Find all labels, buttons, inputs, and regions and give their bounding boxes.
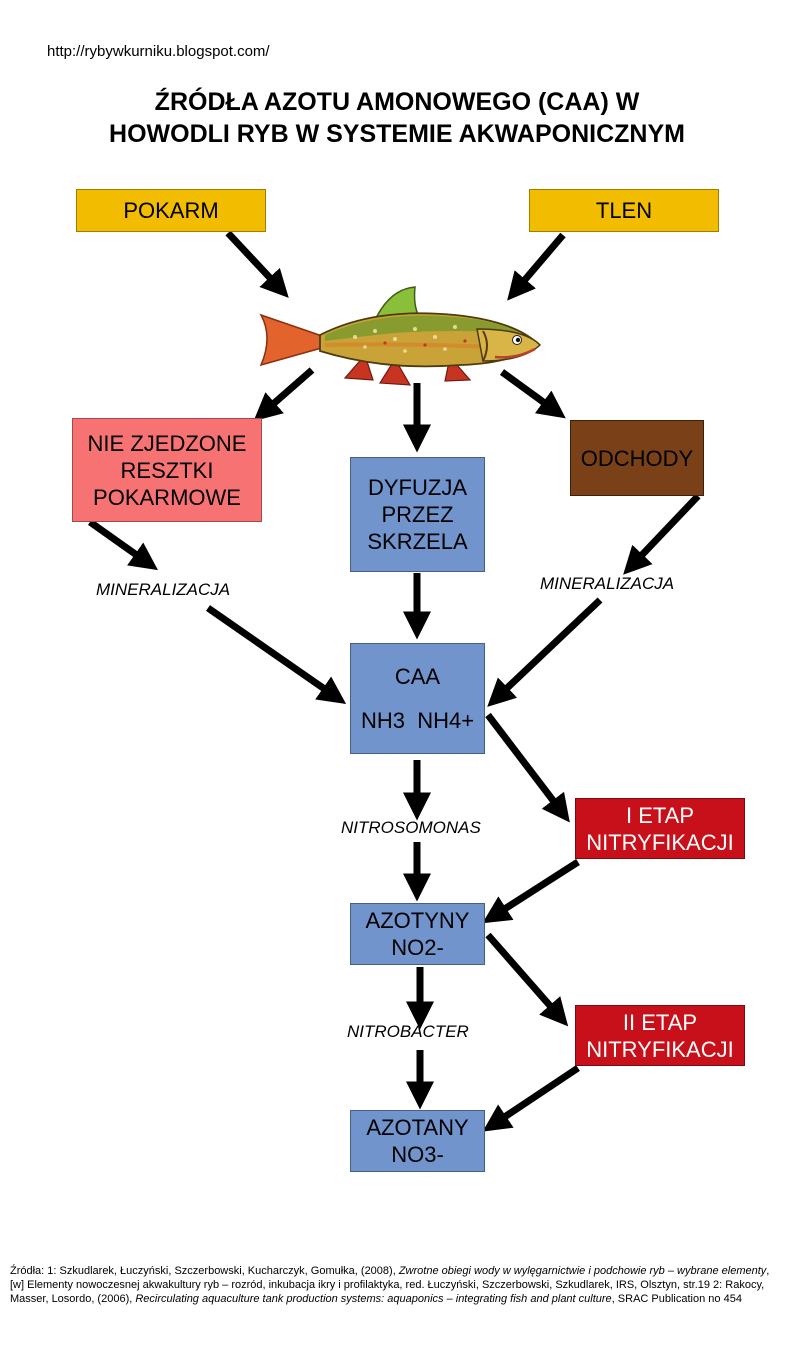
title-line-1: ŹRÓDŁA AZOTU AMONOWEGO (CAA) W: [154, 88, 640, 116]
dyfuzja-box: DYFUZJA PRZEZ SKRZELA: [350, 457, 485, 572]
azotyny-line-2: NO2-: [391, 935, 444, 960]
arrow-resztki-mineralizacja: [87, 519, 158, 571]
azotany-line-2: NO3-: [391, 1142, 444, 1167]
tlen-label: TLEN: [595, 198, 653, 223]
arrow-pokarm-fish: [225, 230, 289, 298]
footer-italic-1: Zwrotne obiegi wody w wylęgarnictwie i p…: [398, 1265, 767, 1277]
caa-line-1: CAA: [394, 663, 441, 689]
etap2-line-2: NITRYFIKACJI: [586, 1036, 734, 1062]
resztki-box: NIE ZJEDZONE RESZTKI POKARMOWE: [72, 418, 262, 522]
azotyny-line-1: AZOTYNY: [365, 908, 470, 933]
footer-italic-2: Recirculating aquaculture tank productio…: [135, 1293, 612, 1305]
arrow-etap1-azotyny: [482, 859, 580, 924]
fish-illustration: [259, 286, 542, 386]
mineralizacja-left-label: MINERALIZACJA: [96, 580, 231, 599]
pokarm-label: POKARM: [123, 198, 219, 223]
arrow-mineralizacja-caa-left: [206, 605, 347, 704]
footer-text-3: , SRAC Publication no 454: [611, 1293, 742, 1305]
footer-text-2: , [w] Elementy nowoczesnej akwakultury r…: [10, 1265, 770, 1305]
footer-text-1: Źródła: 1: Szkudlarek, Łuczyński, Szczer…: [10, 1265, 399, 1277]
sources-footer: Źródła: 1: Szkudlarek, Łuczyński, Szczer…: [10, 1264, 778, 1306]
nitrobacter-label: NITROBACTER: [347, 1022, 469, 1041]
azotany-box: AZOTANY NO3-: [350, 1110, 485, 1172]
resztki-line-3: POKARMOWE: [93, 484, 241, 510]
arrow-fish-resztki: [253, 367, 315, 422]
resztki-line-1: NIE ZJEDZONE: [87, 430, 247, 456]
etap2-box: II ETAP NITRYFIKACJI: [575, 1005, 745, 1066]
etap1-line-1: I ETAP: [625, 802, 695, 828]
odchody-box: ODCHODY: [570, 420, 704, 496]
etap1-line-2: NITRYFIKACJI: [586, 829, 734, 855]
etap1-box: I ETAP NITRYFIKACJI: [575, 798, 745, 859]
arrow-mineralizacja-caa-right: [487, 597, 603, 707]
arrow-odchody-mineralizacja: [623, 493, 701, 575]
tlen-box: TLEN: [529, 189, 719, 232]
source-url: http://rybywkurniku.blogspot.com/: [47, 43, 270, 60]
resztki-line-2: RESZTKI: [120, 457, 214, 483]
dyfuzja-line-2: PRZEZ: [381, 502, 454, 527]
nitrosomonas-label: NITROSOMONAS: [341, 818, 481, 837]
title-line-2: HOWODLI RYB W SYSTEMIE AKWAPONICZNYM: [109, 120, 685, 148]
dyfuzja-line-3: SKRZELA: [367, 529, 468, 554]
arrow-fish-odchody: [499, 369, 566, 419]
arrow-etap2-azotany: [482, 1065, 580, 1132]
etap2-line-1: II ETAP: [622, 1009, 698, 1035]
odchody-label: ODCHODY: [580, 445, 694, 471]
azotany-line-1: AZOTANY: [366, 1115, 469, 1140]
dyfuzja-line-1: DYFUZJA: [368, 475, 467, 500]
pokarm-box: POKARM: [76, 189, 266, 232]
azotyny-box: AZOTYNY NO2-: [350, 903, 485, 965]
mineralizacja-right-label: MINERALIZACJA: [540, 574, 675, 593]
caa-line-2: NH3 NH4+: [360, 708, 475, 734]
caa-box: CAA NH3 NH4+: [350, 643, 485, 754]
arrow-azotyny-etap2: [485, 932, 569, 1027]
arrow-tlen-fish: [507, 232, 566, 301]
arrow-caa-etap1: [485, 712, 570, 823]
